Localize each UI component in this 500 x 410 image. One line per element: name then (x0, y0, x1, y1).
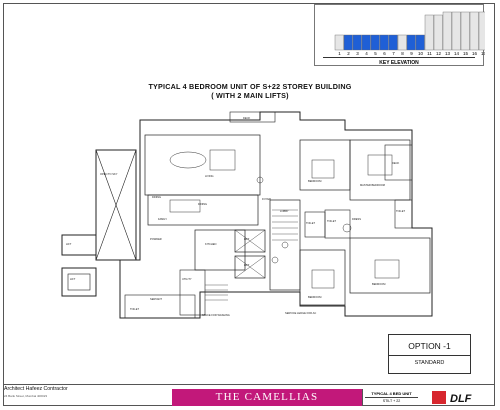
key-floor-number: 8 (401, 51, 404, 56)
project-band: THE CAMELLIAS (172, 389, 362, 406)
label-living: LIVING (205, 174, 214, 178)
key-floor-number: 17 (481, 51, 485, 56)
key-floor-block (460, 11, 470, 51)
dlf-logo-mark (432, 391, 446, 404)
key-floor-number: 16 (472, 51, 478, 56)
key-floor-number: 9 (410, 51, 413, 56)
key-floor-number: 6 (383, 51, 386, 56)
label-toilet-3: TOILET (306, 221, 315, 225)
label-lift-3: LIFT (66, 242, 72, 246)
dlf-logo: DLF (432, 391, 472, 405)
label-powder: POWDER (150, 237, 162, 241)
label-dress: DRESS (352, 217, 361, 221)
bed-1 (311, 159, 335, 179)
key-floor-block (406, 34, 416, 51)
key-floor-block (397, 34, 407, 51)
key-floor-block (379, 34, 389, 51)
label-service-ledge: SERVICE LEDGE FOR AC (285, 311, 316, 315)
label-lift-4: LIFT (70, 277, 76, 281)
key-floor-number: 1 (338, 51, 341, 56)
service-lift-box (61, 267, 97, 297)
label-toilet-4: TOILET (130, 307, 139, 311)
key-floor-number: 5 (374, 51, 377, 56)
label-bedroom-4: BEDROOM (372, 282, 385, 286)
key-floor-number: 4 (365, 51, 368, 56)
bed-3 (311, 269, 335, 289)
label-toilet-2: TOILET (396, 209, 405, 213)
key-floor-block (478, 11, 485, 51)
dlf-logo-text: DLF (450, 393, 472, 405)
label-foyer: FOYER (262, 197, 271, 201)
architect-address: 24 Bank Street, Mumbai 400023 (4, 394, 48, 398)
option-variant: STANDARD (414, 360, 445, 366)
option-rule (389, 355, 470, 356)
key-floor-block (433, 14, 443, 51)
label-dining-sub: DINING (152, 195, 161, 199)
key-elevation-title: KEY ELEVATION (379, 60, 419, 66)
key-floor-number: 10 (418, 51, 424, 56)
key-floor-number: 3 (356, 51, 359, 56)
key-floor-number: 2 (347, 51, 350, 56)
drawing-sheet (3, 3, 495, 406)
unit-label: TYPICAL 4 BED UNIT (371, 391, 412, 396)
unit-code: STILT + 22 (382, 399, 401, 403)
label-utility: UTILITY (182, 277, 192, 281)
architect-name: Architect Hafeez Contractor (4, 386, 68, 392)
label-kitchen: KITCHEN (205, 242, 217, 246)
label-family: FAMILY (158, 217, 167, 221)
bed-master (367, 154, 393, 176)
key-floor-block (424, 14, 434, 51)
dining-table (169, 151, 207, 169)
key-floor-number: 15 (463, 51, 469, 56)
key-elevation-rule (323, 57, 475, 58)
drawing-title: TYPICAL 4 BEDROOM UNIT OF S+22 STOREY BU… (148, 82, 352, 91)
label-toilet: TOILET (327, 219, 336, 223)
option-label: OPTION -1 (408, 341, 451, 351)
drawing-subtitle: ( WITH 2 MAIN LIFTS) (211, 91, 289, 100)
option-box: OPTION -1 STANDARD (388, 334, 471, 374)
key-floor-block (370, 34, 380, 51)
label-master-bedroom: MASTER BEDROOM (360, 183, 385, 187)
key-floor-number: 13 (445, 51, 451, 56)
project-name: THE CAMELLIAS (215, 391, 319, 403)
label-bedroom-1: BEDROOM (308, 179, 321, 183)
key-floor-number: 11 (427, 51, 432, 56)
service-lift-left (61, 234, 97, 256)
label-deck-top: DECK (243, 116, 250, 120)
key-floor-block (352, 34, 362, 51)
label-servant: SERVANT (150, 297, 162, 301)
key-floor-number: 7 (392, 51, 395, 56)
key-floor-block (415, 34, 425, 51)
label-lift-2: LIFT (244, 263, 250, 267)
key-floor-number: 12 (436, 51, 442, 56)
label-dining: DINING (198, 202, 207, 206)
key-floor-number: 14 (454, 51, 460, 56)
label-lobby: LOBBY (280, 209, 289, 213)
outer-wall (119, 111, 433, 319)
key-floor-block (451, 11, 461, 51)
floor-plan: DECK DECK LIVING DINING DINING BEDROOM M… (61, 111, 433, 319)
title-block (3, 384, 495, 406)
key-floor-block (334, 34, 344, 51)
key-floor-block (442, 11, 452, 51)
label-space-for-washing: SPACE FOR WASHING (202, 313, 230, 317)
key-floor-block (469, 11, 479, 51)
label-open-to-sky: OPEN TO SKY (100, 172, 118, 176)
bed-4 (374, 259, 400, 279)
label-lift-1: LIFT (244, 237, 250, 241)
key-floor-block (388, 34, 398, 51)
unit-rule (365, 397, 418, 398)
label-deck-right: DECK (392, 161, 399, 165)
key-floor-block (343, 34, 353, 51)
open-to-sky-shaft (95, 149, 137, 261)
label-bedroom-3: BEDROOM (308, 295, 321, 299)
key-floor-block (361, 34, 371, 51)
unit-box: TYPICAL 4 BED UNIT STILT + 22 (362, 389, 420, 406)
